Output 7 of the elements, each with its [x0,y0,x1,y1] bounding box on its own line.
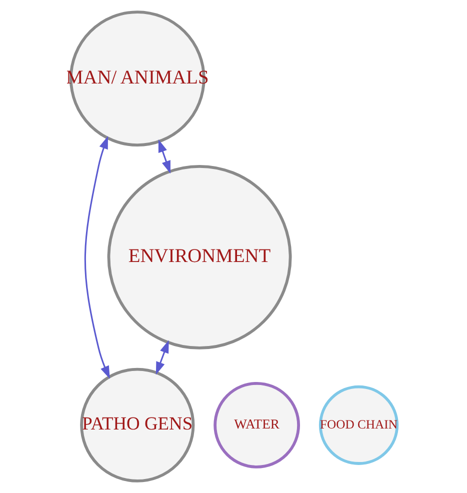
arrow [158,139,170,174]
node-circle: ENVIRONMENT [106,164,292,350]
node-circle: FOOD CHAIN [318,385,398,465]
arrow [84,136,110,379]
node-circle: PATHO GENS [80,368,194,482]
node-circle: WATER [213,382,300,468]
arrow [155,340,168,375]
